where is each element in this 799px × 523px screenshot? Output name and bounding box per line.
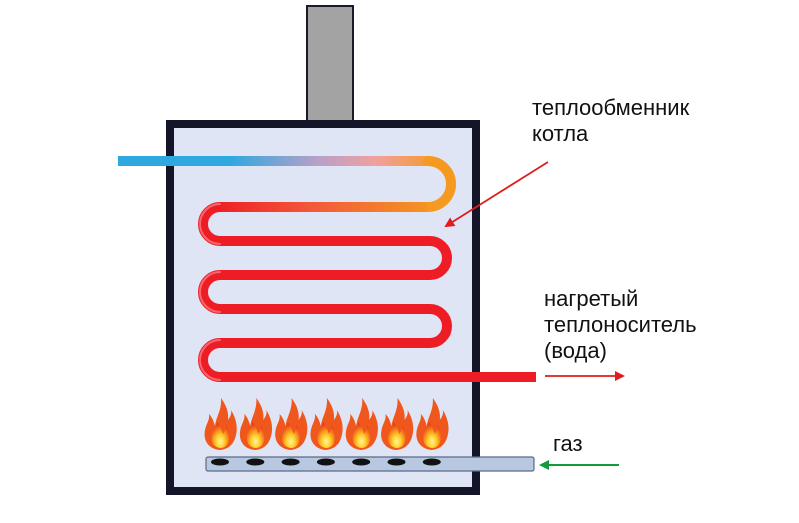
boiler-frame — [166, 120, 480, 495]
flame-icon — [381, 398, 414, 450]
heat-exchanger-label-line-1: теплообменник — [532, 95, 690, 120]
chimney — [306, 5, 354, 122]
burners — [211, 458, 441, 466]
heat-exchanger-label-line-2: котла — [532, 121, 589, 146]
heat-exchanger-coil — [118, 156, 536, 382]
burner-icon — [246, 458, 265, 466]
heat-exchanger-label: теплообменник котла — [532, 95, 689, 147]
burner-icon — [211, 458, 229, 466]
burner-icon — [422, 458, 441, 466]
heated-coolant-label-line-3: (вода) — [544, 338, 607, 363]
gas-label: газ — [553, 431, 583, 456]
heat-exchanger-pointer-arrow — [444, 161, 549, 228]
flame-icon — [345, 398, 378, 450]
flame-icon — [310, 398, 343, 450]
heated-coolant-label: нагретый теплоноситель (вода) — [544, 286, 697, 364]
heated-coolant-label-line-2: теплоноситель — [544, 312, 697, 337]
flame-icon — [204, 398, 237, 450]
burner-icon — [316, 458, 335, 466]
burner-icon — [387, 458, 406, 466]
flames — [204, 398, 449, 450]
burner-icon — [281, 458, 300, 466]
flame-icon — [275, 398, 308, 450]
heated-coolant-label-line-1: нагретый — [544, 286, 639, 311]
burner-icon — [352, 458, 371, 466]
flame-icon — [416, 398, 449, 450]
flame-icon — [239, 398, 273, 450]
